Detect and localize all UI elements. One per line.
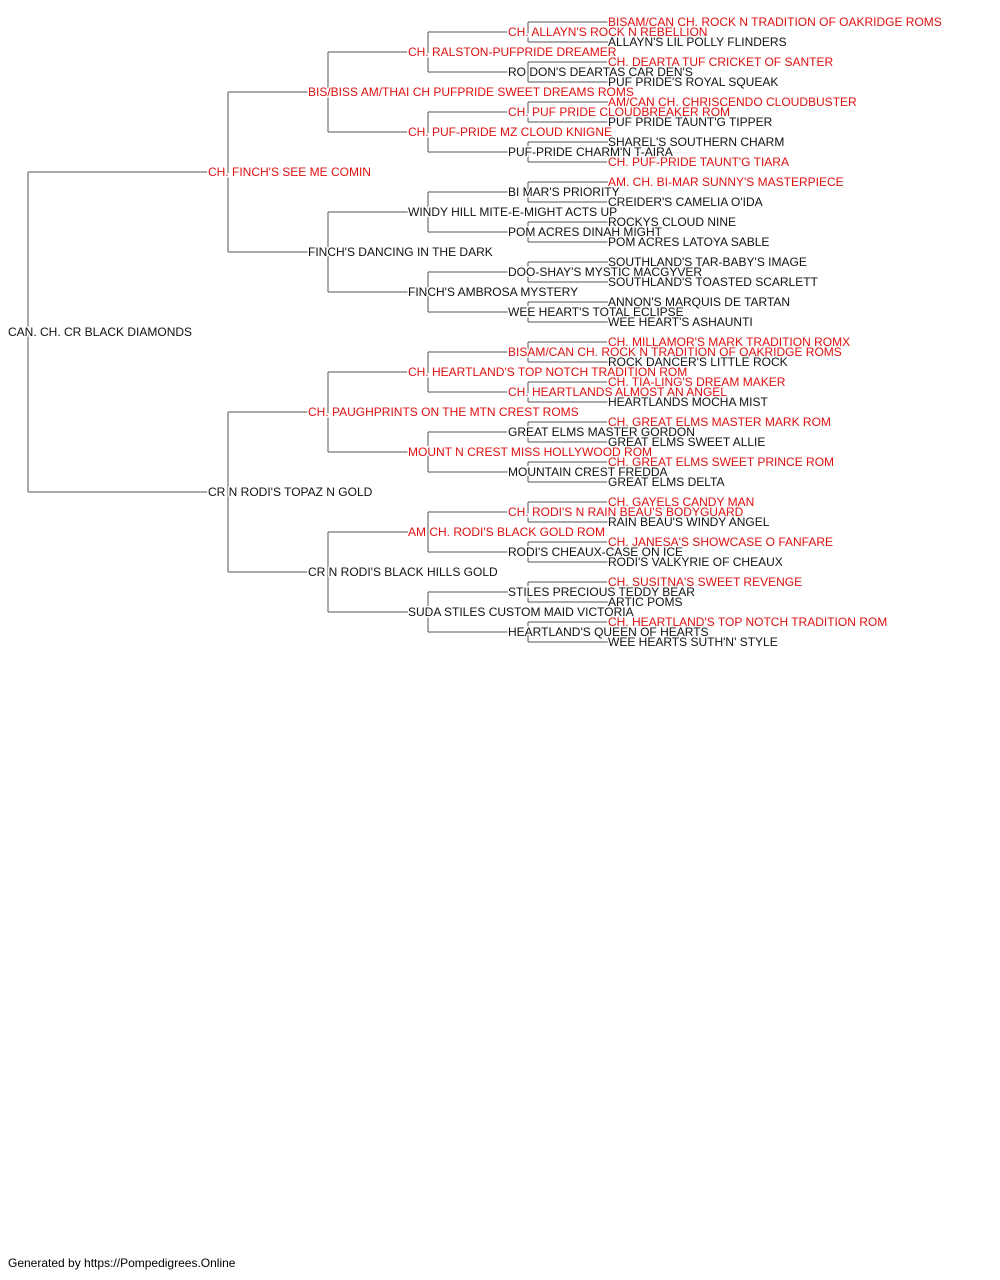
great-grandparent-name: CH. RALSTON-PUFPRIDE DREAMER [408,45,617,59]
gen4-ancestor-name: RO DON'S DEARTAS CAR DEN'S [508,65,693,79]
gen5-ancestor-name: CH. GAYELS CANDY MAN [608,495,754,509]
gen5-ancestor-name: ARTIC POMS [608,595,682,609]
parent-name: CH. FINCH'S SEE ME COMIN [208,165,371,179]
gen5-ancestor-name: BISAM/CAN CH. ROCK N TRADITION OF OAKRID… [608,15,942,29]
gen5-ancestor-name: CREIDER'S CAMELIA O'IDA [608,195,763,209]
gen5-ancestor-name: AM. CH. BI-MAR SUNNY'S MASTERPIECE [608,175,844,189]
gen5-ancestor-name: POM ACRES LATOYA SABLE [608,235,769,249]
gen4-ancestor-name: CH. RODI'S N RAIN BEAU'S BODYGUARD [508,505,744,519]
gen4-ancestor-name: CH. PUF PRIDE CLOUDBREAKER ROM [508,105,730,119]
great-grandparent-name: CH. PUF-PRIDE MZ CLOUD KNIGNE [408,125,612,139]
grandparent-name: BIS/BISS AM/THAI CH PUFPRIDE SWEET DREAM… [308,85,634,99]
great-grandparent-name: AM CH. RODI'S BLACK GOLD ROM [408,525,605,539]
gen5-ancestor-name: PUF PRIDE'S ROYAL SQUEAK [608,75,778,89]
gen5-ancestor-name: SOUTHLAND'S TAR-BABY'S IMAGE [608,255,807,269]
gen5-ancestor-name: CH. GREAT ELMS MASTER MARK ROM [608,415,831,429]
gen4-ancestor-name: CH. ALLAYN'S ROCK N REBELLION [508,25,707,39]
gen5-ancestor-name: AM/CAN CH. CHRISCENDO CLOUDBUSTER [608,95,857,109]
gen4-ancestor-name: WEE HEART'S TOTAL ECLIPSE [508,305,684,319]
gen5-ancestor-name: CH. TIA-LING'S DREAM MAKER [608,375,786,389]
parent-name: CR N RODI'S TOPAZ N GOLD [208,485,373,499]
great-grandparent-name: SUDA STILES CUSTOM MAID VICTORIA [408,605,634,619]
gen5-ancestor-name: CH. GREAT ELMS SWEET PRINCE ROM [608,455,834,469]
gen5-ancestor-name: GREAT ELMS DELTA [608,475,724,489]
gen5-ancestor-name: SHAREL'S SOUTHERN CHARM [608,135,784,149]
gen5-ancestor-name: ANNON'S MARQUIS DE TARTAN [608,295,790,309]
great-grandparent-name: WINDY HILL MITE-E-MIGHT ACTS UP [408,205,617,219]
gen4-ancestor-name: BISAM/CAN CH. ROCK N TRADITION OF OAKRID… [508,345,842,359]
gen5-ancestor-name: HEARTLANDS MOCHA MIST [608,395,768,409]
gen5-ancestor-name: ALLAYN'S LIL POLLY FLINDERS [608,35,787,49]
gen5-ancestor-name: PUF PRIDE TAUNT'G TIPPER [608,115,773,129]
gen5-ancestor-name: CH. PUF-PRIDE TAUNT'G TIARA [608,155,789,169]
great-grandparent-name: CH. HEARTLAND'S TOP NOTCH TRADITION ROM [408,365,687,379]
pedigree-tree: CAN. CH. CR BLACK DIAMONDS CH. FINCH'S SE… [7,14,944,651]
gen4-ancestor-name: CH. HEARTLANDS ALMOST AN ANGEL [508,385,727,399]
gen5-ancestor-name: WEE HEART'S ASHAUNTI [608,315,753,329]
subject-name: CAN. CH. CR BLACK DIAMONDS [8,325,192,339]
footer-credit: Generated by https://Pompedigrees.Online [8,1256,236,1270]
gen5-ancestor-name: RODI'S VALKYRIE OF CHEAUX [608,555,783,569]
gen4-ancestor-name: POM ACRES DINAH MIGHT [508,225,663,239]
gen5-ancestor-name: CH. HEARTLAND'S TOP NOTCH TRADITION ROM [608,615,887,629]
gen5-ancestor-name: ROCKYS CLOUD NINE [608,215,736,229]
gen5-ancestor-name: CH. JANESA'S SHOWCASE O FANFARE [608,535,833,549]
gen5-ancestor-name: CH. MILLAMOR'S MARK TRADITION ROMX [608,335,850,349]
gen4-ancestor-name: GREAT ELMS MASTER GORDON [508,425,695,439]
gen4-ancestor-name: RODI'S CHEAUX-CASE ON ICE [508,545,683,559]
gen4-ancestor-name: PUF-PRIDE CHARM'N T-AIRA [508,145,673,159]
gen5-ancestor-name: ROCK DANCER'S LITTLE ROCK [608,355,788,369]
gen5-ancestor-name: CH. SUSITNA'S SWEET REVENGE [608,575,802,589]
great-grandparent-name: MOUNT N CREST MISS HOLLYWOOD ROM [408,445,652,459]
gen5-ancestor-name: WEE HEARTS SUTH'N' STYLE [608,635,778,649]
grandparent-name: CR N RODI'S BLACK HILLS GOLD [308,565,498,579]
grandparent-name: CH. PAUGHPRINTS ON THE MTN CREST ROMS [308,405,579,419]
gen4-ancestor-name: DOO-SHAY'S MYSTIC MACGYVER [508,265,702,279]
gen4-ancestor-name: MOUNTAIN CREST FREDDA [508,465,668,479]
grandparent-name: FINCH'S DANCING IN THE DARK [308,245,493,259]
gen5-ancestor-name: GREAT ELMS SWEET ALLIE [608,435,765,449]
great-grandparent-name: FINCH'S AMBROSA MYSTERY [408,285,578,299]
gen4-ancestor-name: HEARTLAND'S QUEEN OF HEARTS [508,625,709,639]
gen5-ancestor-name: SOUTHLAND'S TOASTED SCARLETT [608,275,819,289]
gen4-ancestor-name: STILES PRECIOUS TEDDY BEAR [508,585,695,599]
gen5-ancestor-name: CH. DEARTA TUF CRICKET OF SANTER [608,55,833,69]
gen4-ancestor-name: BI MAR'S PRIORITY [508,185,620,199]
gen5-ancestor-name: RAIN BEAU'S WINDY ANGEL [608,515,770,529]
